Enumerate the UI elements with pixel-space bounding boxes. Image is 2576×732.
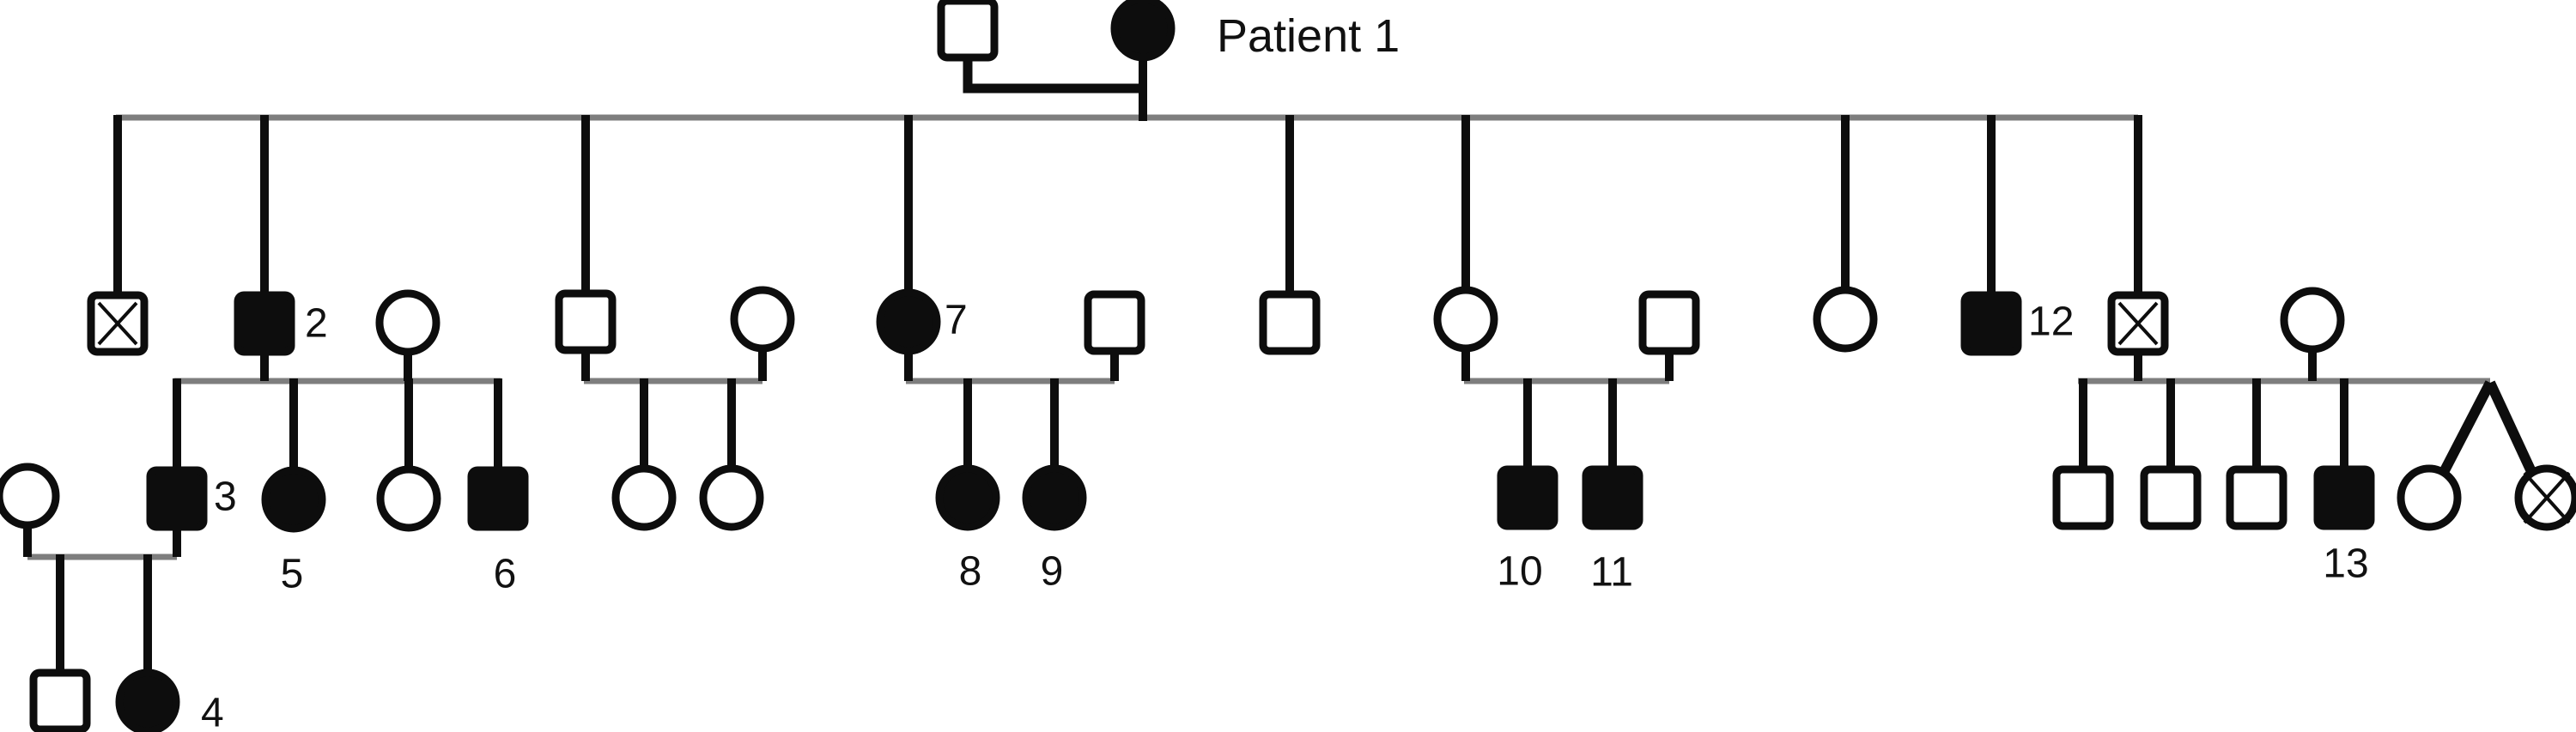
individual-III-2-affected-female-circle-symbol <box>261 466 326 533</box>
individual-III-15-twin-female-circle-symbol <box>2397 464 2462 531</box>
individual-III-10-affected-male-square-symbol <box>1582 465 1643 530</box>
label-II-2: 2 <box>305 301 328 347</box>
label-III-10: 11 <box>1590 550 1633 596</box>
individual-III-5-female-circle-symbol <box>611 464 677 531</box>
label-II-4: 7 <box>945 298 968 343</box>
individual-II-2-affected-male-square-symbol <box>234 291 295 356</box>
individual-III-16-twin-deceased-female-deceased-cross <box>2523 471 2571 524</box>
label-I-2-patient-title: Patient 1 <box>1217 10 1400 62</box>
label-III-14: 13 <box>2323 541 2368 587</box>
individual-II-2-wife-female-circle-symbol <box>375 289 440 356</box>
individual-III-1-affected-male-square-symbol <box>146 466 208 531</box>
individual-IV-1-male-square-symbol <box>29 668 91 732</box>
label-III-7: 8 <box>959 549 982 595</box>
label-III-9: 10 <box>1497 549 1542 595</box>
label-III-1: 3 <box>214 475 237 520</box>
individual-II-7-female-circle-symbol <box>1813 286 1878 353</box>
individual-II-9-deceased-male-deceased-cross <box>2117 301 2159 346</box>
individual-II-6-female-circle-symbol <box>1433 286 1498 353</box>
individual-III-14-affected-male-square-symbol <box>2313 465 2375 530</box>
individual-III-8-affected-female-circle-symbol <box>1022 464 1087 531</box>
individual-III-11-male-square-symbol <box>2052 465 2114 530</box>
label-II-8: 12 <box>2028 299 2074 345</box>
label-III-8: 9 <box>1041 549 1064 595</box>
individual-III-3-female-circle-symbol <box>376 465 441 532</box>
individual-I-2-affected-female-circle-symbol <box>1110 0 1176 62</box>
twin-line-right <box>2485 380 2539 480</box>
individual-II-5-male-square-symbol <box>1259 290 1321 355</box>
individual-III-6-female-circle-symbol <box>699 464 764 531</box>
individual-II-8-affected-male-square-symbol <box>1960 291 2022 356</box>
individual-II-1-deceased-male-deceased-cross <box>97 301 138 346</box>
individual-III-9-affected-male-square-symbol <box>1497 465 1558 530</box>
individual-III-7-affected-female-circle-symbol <box>935 464 1000 531</box>
individual-III-13-male-square-symbol <box>2226 465 2287 530</box>
individual-III-4-affected-male-square-symbol <box>467 466 529 531</box>
individual-I-1-male-square-symbol <box>937 0 999 62</box>
individual-IV-2-affected-female-circle-symbol <box>115 668 180 732</box>
individual-II-3-male-square-symbol <box>555 289 617 354</box>
individual-III-1-wife-female-circle-symbol <box>0 463 60 529</box>
individual-II-4-husband-male-square-symbol <box>1084 290 1145 355</box>
individual-II-4-affected-female-circle-symbol <box>876 288 941 355</box>
individual-III-12-male-square-symbol <box>2140 465 2202 530</box>
gen1-couple-elbow <box>963 51 1143 94</box>
label-III-4: 6 <box>494 552 517 597</box>
individual-II-9-wife-female-circle-symbol <box>2280 287 2345 354</box>
twin-line-left <box>2436 380 2495 480</box>
label-III-2: 5 <box>281 552 304 597</box>
individual-II-3-wife-female-circle-symbol <box>730 286 795 353</box>
individual-II-6-husband-male-square-symbol <box>1638 290 1700 355</box>
label-IV-2: 4 <box>201 691 224 732</box>
